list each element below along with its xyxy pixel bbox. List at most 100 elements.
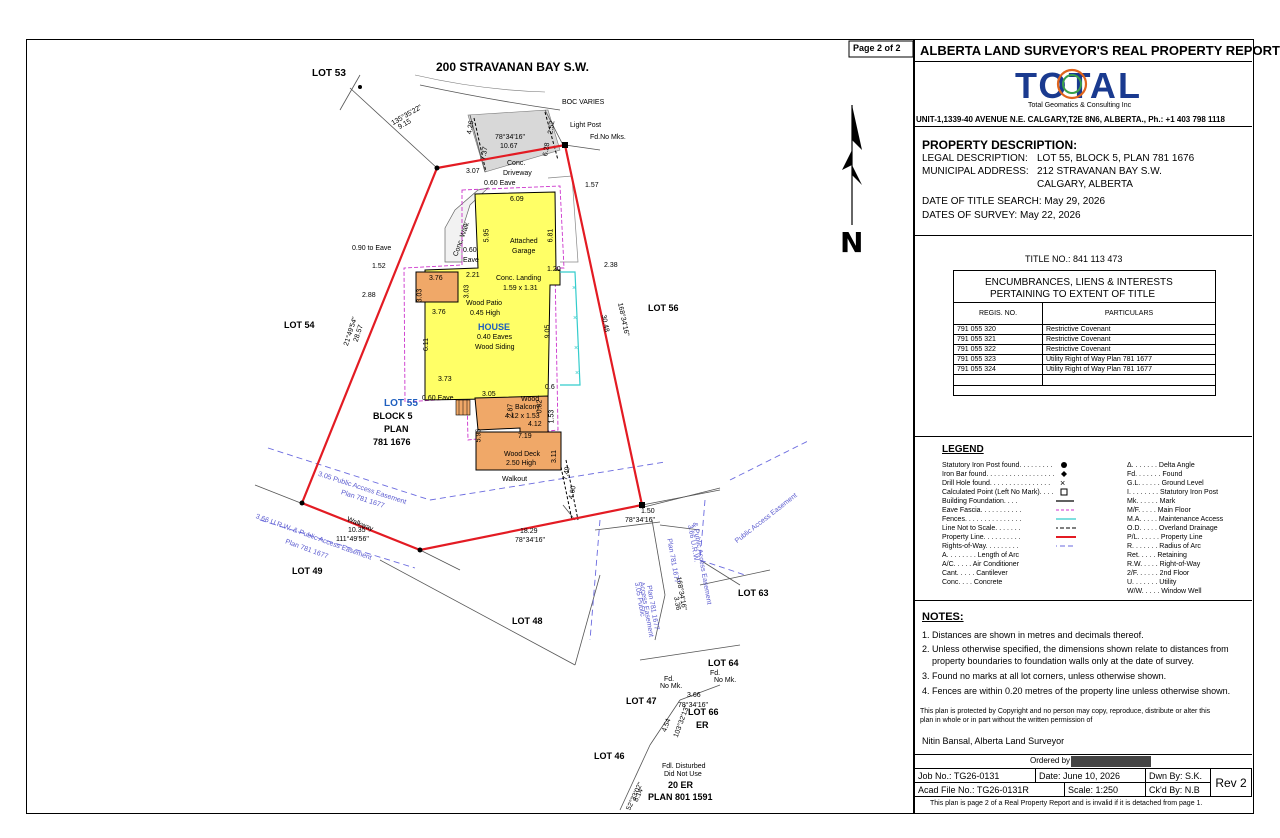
dim-6-81: 6.81 [547,228,555,243]
dim-1-50: 1.50 [641,508,655,515]
footer-note: This plan is page 2 of a Real Property R… [930,800,1203,807]
dim-4-12: 4.12 [528,421,542,428]
lot-54-label: LOT 54 [284,320,315,330]
balcony-label-3: 4.12 x 1.53 [505,413,540,420]
dim-10-67: 10.67 [500,143,518,150]
fdl-did-not-use: Did Not Use [664,771,702,778]
eave-top-label: 0.60 Eave [484,180,516,187]
property-divider [914,235,1252,236]
eave-mid-label-1: 0.60 [463,247,477,254]
lot-49-label: LOT 49 [292,566,323,576]
eave-mid-label-2: Eave [463,257,479,264]
wood-deck [475,431,562,471]
dim-3-11: 3.11 [551,449,559,464]
dim-1-52: 1.52 [372,263,386,270]
legend-left: Statutory Iron Post found. . . . . . . .… [942,461,1102,587]
fd-no-mk-a2: No Mk. [660,683,683,690]
legend-item: Iron Bar found. . . . . . . . . . . . . … [942,471,1055,478]
company-name: Total Geomatics & Consulting Inc [1028,102,1132,109]
driveway-label-1: Conc. [507,160,526,167]
dim-3-66: 3.66 [687,692,701,699]
legend-abbr: R. . . . . . . Radius of Arc [1127,543,1201,550]
note-3: 3. Found no marks at all lot corners, un… [922,671,1167,681]
garage-label-2: Garage [512,248,536,255]
patio-label-1: Wood Patio [466,300,503,307]
legend-item: A/C. . . . . Air Conditioner [942,561,1020,568]
svg-text:×: × [1060,478,1065,488]
note-2b: property boundaries to foundation walls … [932,656,1194,666]
survey-plan: ×××× [254,40,913,811]
house-label: HOUSE [478,322,511,332]
dim-18-29: 18.29 [520,528,538,535]
property-heading: PROPERTY DESCRIPTION: [922,138,1078,152]
municipal-address-2: CALGARY, ALBERTA [1037,179,1133,190]
scale: Scale: 1:250 [1064,782,1146,797]
address-divider [914,126,1252,127]
particulars: Restrictive Covenant [1042,334,1216,345]
dim-10-35: 10.35 [348,527,366,534]
dim-3-03-b: 3.03 [463,284,471,299]
dim-0-6: 0.6 [545,384,555,391]
legal-description-value: LOT 55, BLOCK 5, PLAN 781 1676 [1037,153,1195,164]
legend-item: Calculated Point (Left No Mark). . . . [942,489,1054,496]
lot-66-label: LOT 66 [688,707,719,717]
particulars: Utility Right of Way Plan 781 1677 [1042,364,1216,375]
encumbrances-header-row: REGIS. NO. PARTICULARS [953,302,1216,325]
regis-no-empty [953,374,1043,386]
house-siding: Wood Siding [475,344,515,351]
legend-abbr: P/L. . . . . . Property Line [1127,534,1203,541]
lot-47-label: LOT 47 [626,696,657,706]
acad-file: Acad File No.: TG26-0131R [914,782,1065,797]
company-logo: TOTAL [1015,64,1175,106]
regis-no: 791 055 320 [953,324,1043,335]
regis-no: 791 055 321 [953,334,1043,345]
driveway-hatch [467,109,561,173]
particulars: Restrictive Covenant [1042,324,1216,335]
legend-item: Statutory Iron Post found. . . . . . . .… [942,462,1053,469]
regis-no: 791 055 323 [953,354,1043,365]
dim-5-96: 5.96 [475,428,483,443]
to-eave-label: 0.90 to Eave [352,245,392,252]
garage-footprint [424,191,561,401]
legend-abbr: 2/F. . . . . . 2nd Floor [1127,570,1190,577]
dim-1-53: 1.53 [548,409,556,424]
dim-3-76-b: 3.76 [432,309,446,316]
svg-text:×: × [573,315,577,322]
dim-1-20: 1.20 [547,266,561,273]
encumbrances-box: ENCUMBRANCES, LIENS & INTERESTS PERTAINI… [953,270,1216,396]
particulars: Restrictive Covenant [1042,344,1216,355]
report-title: ALBERTA LAND SURVEYOR'S REAL PROPERTY RE… [920,43,1280,58]
found-no-marks-label: Fd.No Mks. [590,134,626,141]
subject-block-label: BLOCK 5 [373,411,413,421]
dim-bearing-sw: 111°49'56" [336,536,369,543]
survey-date: DATES OF SURVEY: May 22, 2026 [922,210,1081,221]
plan-801-label: PLAN 801 1591 [648,792,713,802]
notes-divider [914,600,1252,601]
lot-48-label: LOT 48 [512,616,543,626]
regis-no: 791 055 324 [953,364,1043,375]
legend-abbr: Mk. . . . . . Mark [1127,498,1176,505]
fd-no-mk-b1: Fd. [710,670,721,677]
dim-2-38: 2.38 [604,262,618,269]
dim-3-73: 3.73 [438,376,452,383]
surveyor-name: Nitin Bansal, Alberta Land Surveyor [922,736,1065,746]
north-label: N [840,226,864,259]
title-number: TITLE NO.: 841 113 473 [1025,254,1123,264]
svg-text:×: × [574,345,578,352]
dim-6-11: 6.11 [423,337,431,352]
municipal-address-label: MUNICIPAL ADDRESS: [922,166,1029,177]
subject-plan-label: PLAN [384,424,409,434]
concrete-walk [444,187,490,263]
legend-item: Drill Hole found. . . . . . . . . . . . … [942,480,1051,487]
legend-abbr: M.A. . . . . Maintenance Access [1127,516,1224,523]
legend-abbr: O.D. . . . . Overland Drainage [1127,525,1218,532]
legend-item: Fences. . . . . . . . . . . . . . . [942,516,1022,523]
balcony-label-2: Balcony [515,404,540,411]
lot-56-label: LOT 56 [648,303,679,313]
lot-63-label: LOT 63 [738,588,769,598]
dim-3-05: 3.05 [482,391,496,398]
eave-left-label: 0.60 Eave [422,395,454,402]
